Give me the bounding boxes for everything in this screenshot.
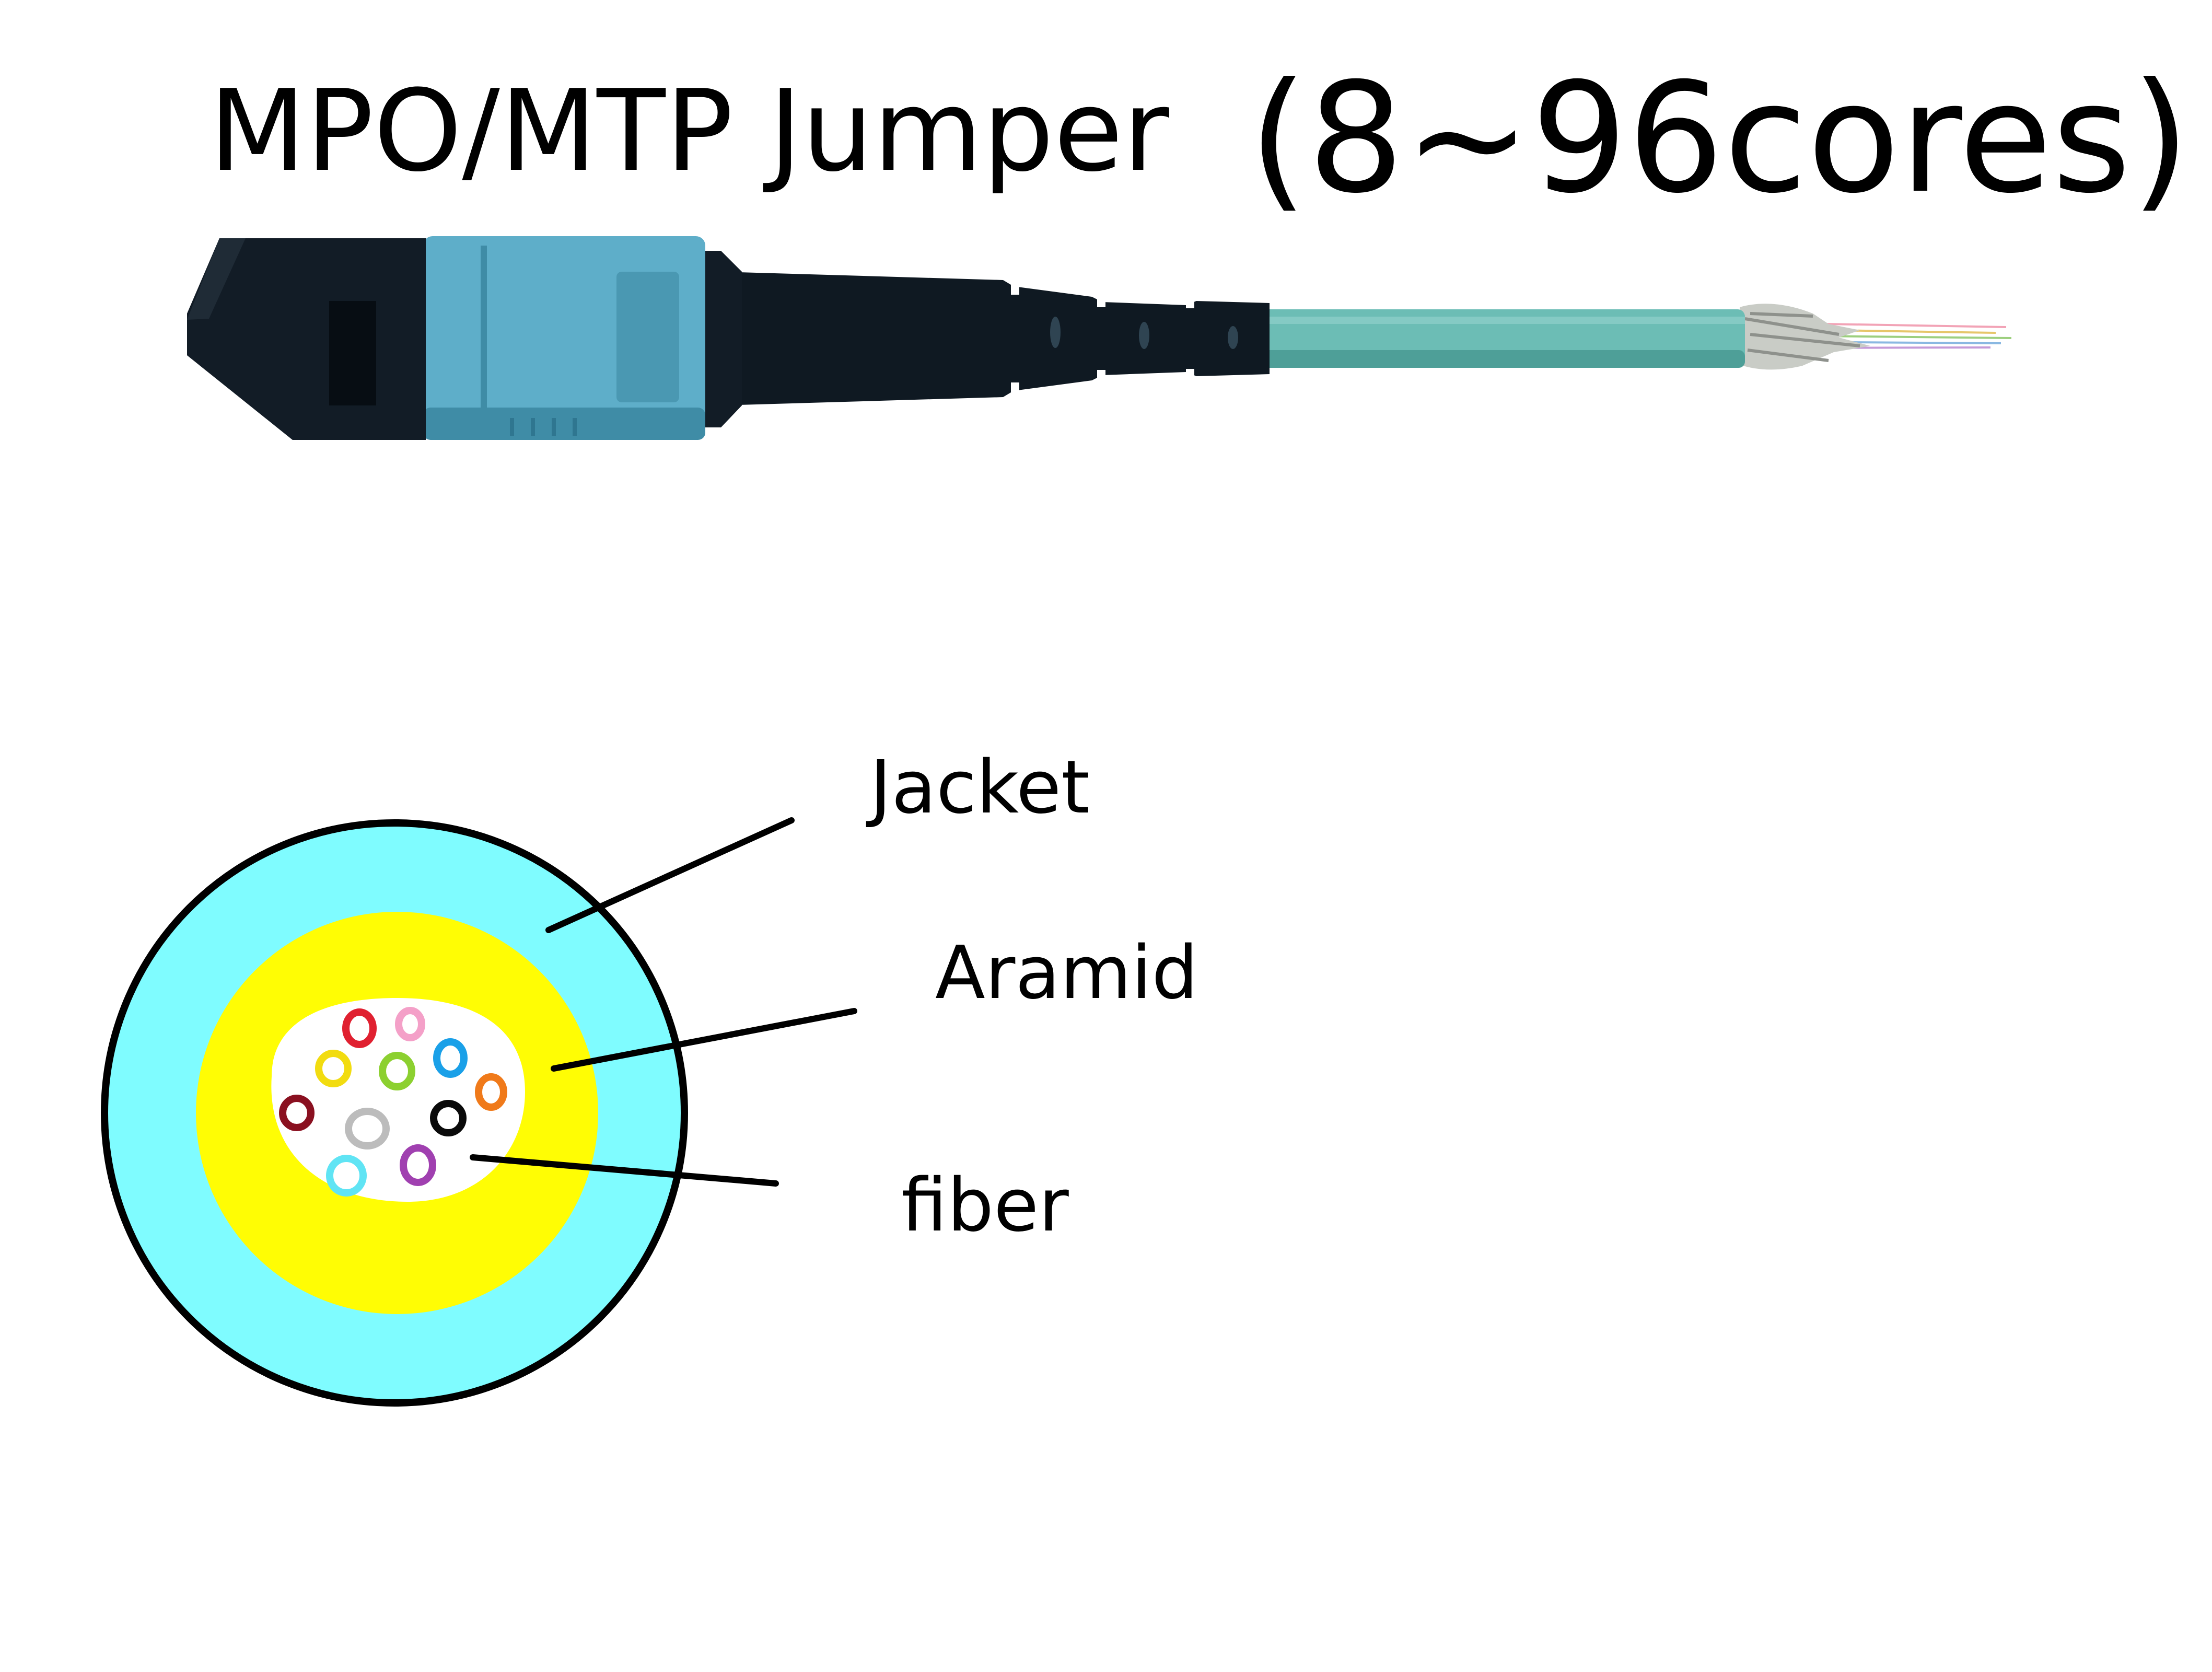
latch-shade bbox=[423, 408, 705, 440]
fiber-1 bbox=[342, 1008, 377, 1048]
latch-groove bbox=[481, 246, 487, 418]
cable-highlight bbox=[1254, 317, 1745, 324]
fiber-8 bbox=[345, 1108, 390, 1150]
fiber-3 bbox=[315, 1050, 352, 1087]
fiber-10 bbox=[326, 1155, 367, 1197]
jacket-leader-line bbox=[545, 817, 795, 933]
fiber-group bbox=[279, 1007, 507, 1197]
aramid-leader-line bbox=[551, 1008, 857, 1072]
jacket-label: Jacket bbox=[866, 745, 1090, 830]
strain-relief-boot bbox=[721, 272, 1270, 405]
cable-shade bbox=[1254, 350, 1745, 368]
fiber-7 bbox=[279, 1095, 315, 1131]
leader-lines bbox=[470, 817, 857, 1187]
cable-cross-section bbox=[101, 819, 688, 1407]
latch-grip-lines bbox=[510, 418, 577, 436]
fiber-leader-line bbox=[470, 1154, 779, 1187]
aramid-label: Aramid bbox=[935, 931, 1198, 1016]
fiber-4 bbox=[379, 1052, 415, 1090]
fiber-9 bbox=[430, 1100, 467, 1136]
fiber-6 bbox=[475, 1073, 507, 1111]
connector-rear-body bbox=[695, 251, 742, 427]
core-range: (8~96cores) bbox=[1249, 51, 2190, 227]
fiber-2 bbox=[395, 1007, 425, 1041]
ferrule-face-shadow bbox=[329, 301, 376, 405]
boot-slots bbox=[1050, 317, 1238, 349]
connector-aramid-strands bbox=[1744, 312, 1860, 362]
fiber-label: fiber bbox=[901, 1163, 1069, 1248]
mpo-connector bbox=[187, 236, 2012, 440]
title: MPO/MTP Jumper bbox=[209, 65, 1169, 196]
fiber-5 bbox=[433, 1038, 468, 1078]
fiber-11 bbox=[400, 1144, 436, 1186]
boot-ribs bbox=[1011, 282, 1194, 395]
ferrule-chamfer bbox=[187, 238, 246, 320]
latch-key bbox=[616, 272, 679, 402]
